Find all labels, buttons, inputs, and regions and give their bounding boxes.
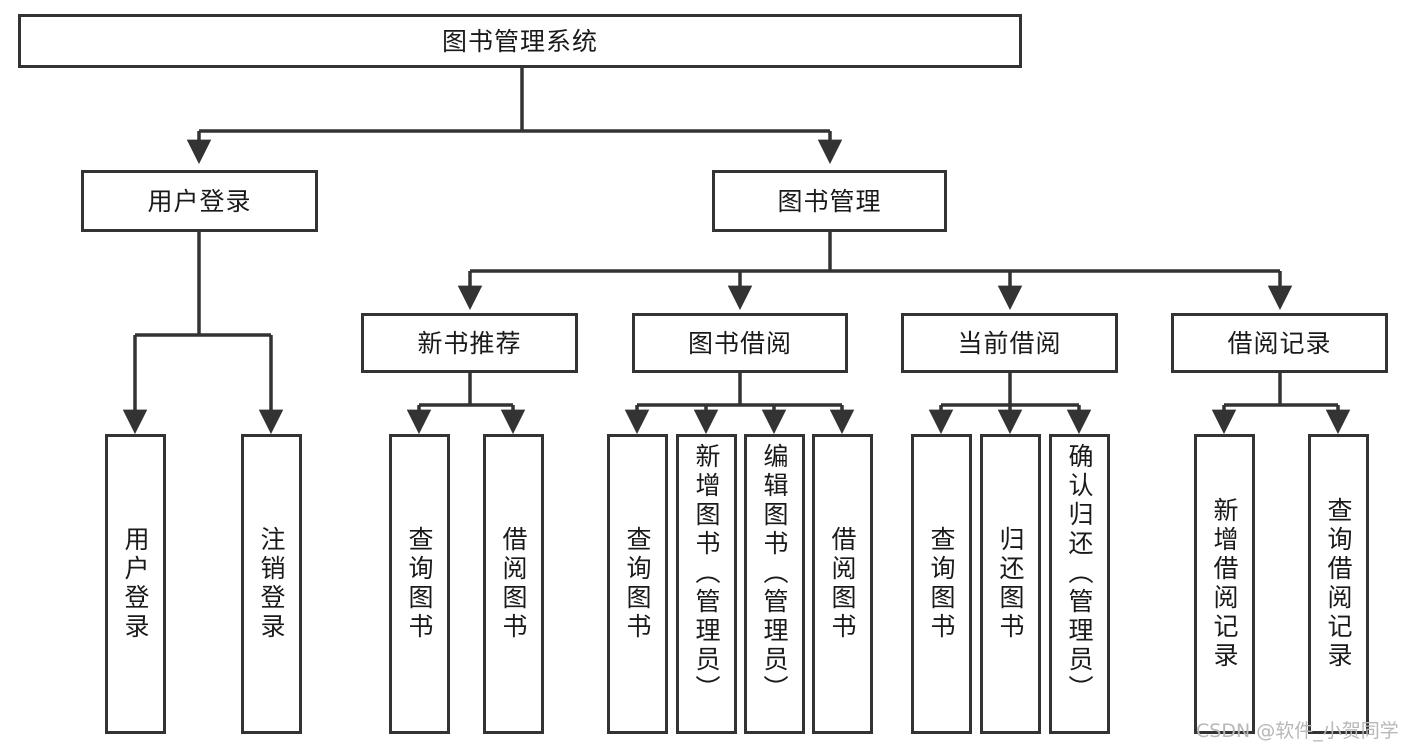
node-new-book-recommend[interactable]: 新书推荐: [361, 313, 578, 373]
node-root-system[interactable]: 图书管理系统: [18, 14, 1022, 68]
leaf-record-query-record[interactable]: 查询借阅记录: [1308, 434, 1369, 734]
leaf-user-login-signout[interactable]: 注销登录: [241, 434, 302, 734]
node-label: 图书借阅: [687, 328, 792, 358]
leaf-borrow-edit-book-admin[interactable]: 编辑图书（管理员）: [744, 434, 805, 734]
node-label: 用户登录: [147, 186, 252, 216]
node-book-borrow[interactable]: 图书借阅: [632, 313, 848, 373]
node-label: 新书推荐: [417, 328, 522, 358]
node-label: 查询图书: [623, 526, 652, 642]
node-current-borrow[interactable]: 当前借阅: [901, 313, 1118, 373]
node-label: 查询借阅记录: [1324, 497, 1353, 671]
node-label: 借阅图书: [828, 526, 857, 642]
node-label: 图书管理系统: [441, 26, 598, 56]
node-label: 图书管理: [777, 186, 882, 216]
node-user-login[interactable]: 用户登录: [81, 170, 318, 232]
leaf-borrow-add-book-admin[interactable]: 新增图书（管理员）: [676, 434, 737, 734]
leaf-recommend-query-book[interactable]: 查询图书: [389, 434, 450, 734]
leaf-current-return-book[interactable]: 归还图书: [980, 434, 1041, 734]
leaf-borrow-borrow-book[interactable]: 借阅图书: [812, 434, 873, 734]
leaf-recommend-borrow-book[interactable]: 借阅图书: [483, 434, 544, 734]
node-label: 确认归还（管理员）: [1065, 443, 1094, 704]
node-label: 编辑图书（管理员）: [760, 443, 789, 704]
node-label: 借阅记录: [1227, 328, 1332, 358]
leaf-borrow-query-book[interactable]: 查询图书: [607, 434, 668, 734]
node-label: 当前借阅: [957, 328, 1062, 358]
node-label: 查询图书: [927, 526, 956, 642]
node-book-management[interactable]: 图书管理: [712, 170, 947, 232]
leaf-current-query-book[interactable]: 查询图书: [911, 434, 972, 734]
node-label: 借阅图书: [499, 526, 528, 642]
node-label: 查询图书: [405, 526, 434, 642]
leaf-user-login-signin[interactable]: 用户登录: [105, 434, 166, 734]
leaf-record-add-record[interactable]: 新增借阅记录: [1194, 434, 1255, 734]
node-label: 新增图书（管理员）: [692, 443, 721, 704]
leaf-current-confirm-return-admin[interactable]: 确认归还（管理员）: [1049, 434, 1110, 734]
node-label: 用户登录: [121, 526, 150, 642]
watermark-text: CSDN @软件_小贺同学: [1196, 720, 1399, 742]
node-label: 归还图书: [996, 526, 1025, 642]
node-label: 注销登录: [257, 526, 286, 642]
node-label: 新增借阅记录: [1210, 497, 1239, 671]
node-borrow-record[interactable]: 借阅记录: [1171, 313, 1388, 373]
